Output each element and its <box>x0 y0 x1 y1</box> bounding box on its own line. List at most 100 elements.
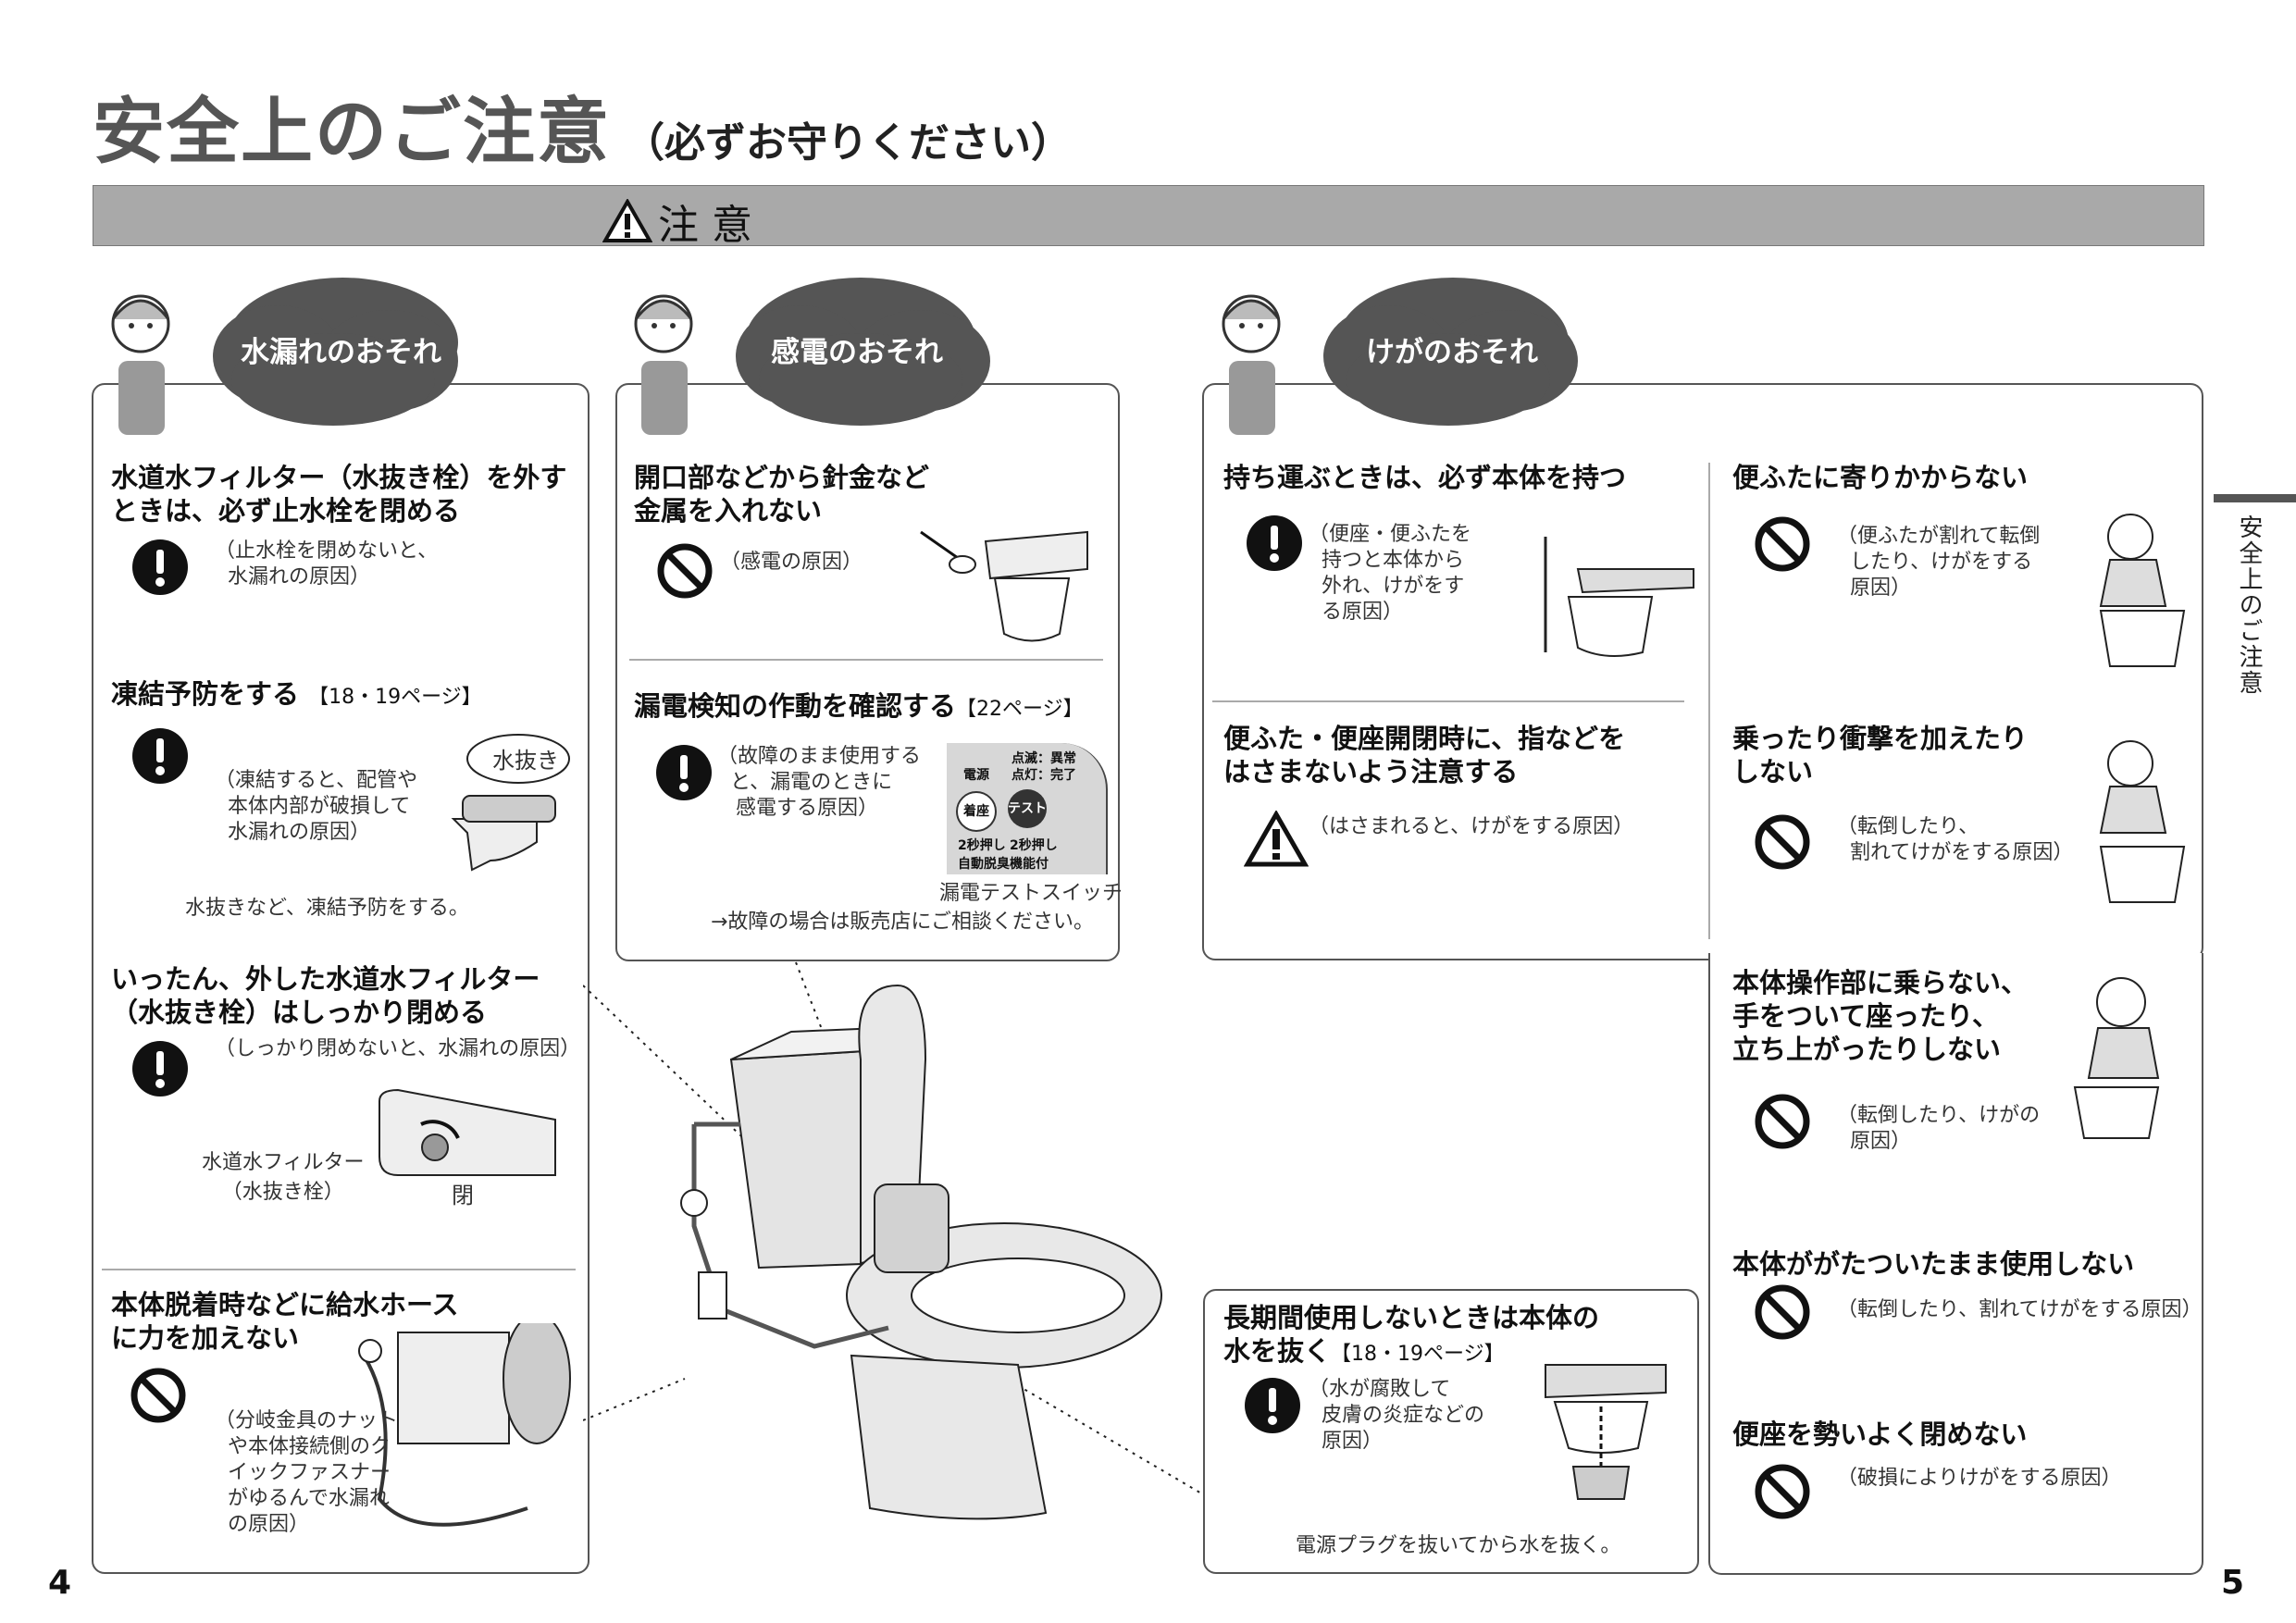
water-cloud <box>111 278 458 435</box>
character-figure <box>634 294 693 435</box>
exclamation-circle-icon <box>1245 1378 1300 1433</box>
water-s2-note: （凍結すると、配管や 本体内部が破損して 水漏れの原因） <box>215 768 417 846</box>
panel-seat-button: 着座 <box>956 791 997 832</box>
shock-consult: →故障の場合は販売店にご相談ください。 <box>711 911 1094 934</box>
shock-s2-ref: 【22ページ】 <box>956 698 1084 721</box>
injury-r2-note-line2: 割れてけがをする原因） <box>1850 841 2074 864</box>
injury-c3-title: 長期間使用しないときは本体の 水を抜く【18・19ページ】 <box>1223 1301 1599 1371</box>
shock-s2-note: （故障のまま使用する と、漏電のときに 感電する原因） <box>717 744 921 822</box>
shock-s1-note: （感電の原因） <box>720 551 863 574</box>
injury-r2-title-line1: 乗ったり衝撃を加えたり <box>1732 723 2029 754</box>
character-figure <box>1222 294 1281 435</box>
warning-triangle-icon <box>602 199 652 242</box>
water-s2-title: 凍結予防をする 【18・19ページ】 <box>111 677 482 714</box>
injury-r3-title-line3: 立ち上がったりしない <box>1732 1034 2002 1065</box>
title-main: 安全上のご注意 <box>93 91 612 174</box>
panel-dot-status-2: 点灯：完了 <box>1011 768 1076 783</box>
injury-r3-title: 本体操作部に乗らない、 手をついて座ったり、 立ち上がったりしない <box>1732 966 2028 1066</box>
side-tab-label: 安全上のご注意 <box>2235 514 2263 696</box>
injury-r1-note: （便ふたが割れて転倒 したり、けがをする 原因） <box>1837 524 2040 601</box>
page-title: 安全上のご注意（必ずお守りください） <box>93 74 1072 178</box>
water-filter-illustration <box>379 1088 556 1176</box>
injury-c3-ref: 【18・19ページ】 <box>1331 1343 1505 1366</box>
injury-r3-note: （転倒したり、けがの 原因） <box>1837 1103 2040 1155</box>
panel-test-button: テスト <box>1008 789 1047 828</box>
water-s2-title-text: 凍結予防をする <box>111 678 300 710</box>
shock-s2-note-line3: 感電する原因） <box>736 797 879 820</box>
exclamation-circle-icon <box>132 1041 188 1096</box>
warning-triangle-icon <box>1244 811 1309 867</box>
injury-cloud-label: けがのおそれ <box>1366 336 1538 369</box>
character-figure <box>111 294 170 435</box>
injury-r2-note-line1: （転倒したり、 <box>1837 815 1980 838</box>
panel-seat-label: 着座 <box>963 804 989 819</box>
injury-divider <box>1212 700 1684 702</box>
injury-r2-title: 乗ったり衝撃を加えたり しない <box>1732 722 2028 788</box>
shock-s1-title-line2: 金属を入れない <box>634 495 823 527</box>
prohibition-icon <box>1755 1094 1810 1149</box>
injury-cloud <box>1222 278 1578 435</box>
prohibition-icon <box>657 543 713 599</box>
injury-vdivider <box>1708 463 1710 939</box>
injury-c3-title-line1: 長期間使用しないときは本体の <box>1223 1302 1600 1333</box>
water-s3-label: 水道水フィルター （水抜き栓） <box>202 1146 365 1205</box>
water-s4-title: 本体脱着時などに給水ホース に力を加えない <box>111 1288 459 1355</box>
page-number-left: 4 <box>48 1564 72 1602</box>
water-s4-note-line5: の原因） <box>228 1513 310 1536</box>
prohibition-icon <box>1755 1464 1810 1519</box>
side-tab-marker <box>2214 494 2296 502</box>
shock-switch-label: 漏電テストスイッチ <box>939 882 1123 905</box>
water-divider <box>102 1269 576 1270</box>
exclamation-circle-icon <box>1247 515 1302 571</box>
injury-c1-note-line1: （便座・便ふたを <box>1309 523 1472 546</box>
control-panel-illustration: 点滅：異常 点灯：完了 電源 着座 テスト 2秒押し 2秒押し 自動脱臭機能付 <box>947 743 1108 874</box>
shock-s2-title-text: 漏電検知の作動を確認する <box>634 690 957 722</box>
injury-r3-note-line1: （転倒したり、けがの <box>1837 1104 2041 1127</box>
water-s1-note: （止水栓を閉めないと、 水漏れの原因） <box>215 539 438 590</box>
injury-c1-note-line4: る原因） <box>1322 601 1404 624</box>
toilet-main-illustration <box>583 961 1204 1520</box>
injury-c1-note: （便座・便ふたを 持つと本体から 外れ、けがをす る原因） <box>1309 522 1471 626</box>
shock-cloud-label: 感電のおそれ <box>771 336 943 369</box>
water-s3-label-line2: （水抜き栓） <box>221 1181 344 1204</box>
water-s3-label-line1: 水道水フィルター <box>202 1151 365 1174</box>
panel-deodorize: 自動脱臭機能付 <box>958 857 1049 872</box>
water-s1-title-line2: ときは、必ず止水栓を閉める <box>111 495 461 527</box>
drain-bucket-illustration <box>1545 1364 1667 1500</box>
carry-illustration <box>1544 537 1694 657</box>
prohibition-icon <box>1755 814 1810 870</box>
toilet-drain-illustration <box>451 734 570 872</box>
injury-c2-title-line2: はさまないよう注意する <box>1223 756 1519 787</box>
injury-r1-note-line1: （便ふたが割れて転倒 <box>1837 525 2041 548</box>
injury-r2-note: （転倒したり、 割れてけがをする原因） <box>1837 814 2073 866</box>
prohibition-icon <box>130 1368 186 1423</box>
water-s1-title: 水道水フィルター（水抜き栓）を外す ときは、必ず止水栓を閉める <box>111 461 566 527</box>
injury-r4-note: （転倒したり、割れてけがをする原因） <box>1837 1298 2203 1321</box>
water-s3-title: いったん、外した水道水フィルター （水抜き栓）はしっかり閉める <box>111 962 540 1029</box>
water-s4-note-line4: がゆるんで水漏れ <box>228 1487 390 1510</box>
injury-r3-note-line2: 原因） <box>1850 1130 1912 1153</box>
exclamation-circle-icon <box>132 539 188 595</box>
water-s2-bubble: 水抜き <box>492 748 559 774</box>
injury-r1-title: 便ふたに寄りかからない <box>1732 462 2029 493</box>
injury-c3-note-line3: 原因） <box>1322 1430 1384 1453</box>
water-s4-title-line1: 本体脱着時などに給水ホース <box>111 1289 459 1320</box>
prohibition-icon <box>1755 516 1810 572</box>
water-s2-ref: 【18・19ページ】 <box>308 686 482 709</box>
injury-r5-note: （破損によりけがをする原因） <box>1837 1467 2122 1490</box>
injury-c1-note-line3: 外れ、けがをす <box>1322 575 1465 598</box>
water-s4-note-line3: イックファスナー <box>228 1461 391 1484</box>
child-standing-illustration <box>2073 977 2160 1139</box>
injury-c3-note-line1: （水が腐敗して <box>1309 1378 1451 1401</box>
panel-press-1: 2秒押し <box>958 838 1006 853</box>
shock-s1-title: 開口部などから針金など 金属を入れない <box>634 461 929 527</box>
shock-s2-title: 漏電検知の作動を確認する【22ページ】 <box>634 689 1084 726</box>
water-s1-note-line1: （止水栓を閉めないと、 <box>215 539 439 563</box>
water-s3-close: 閉 <box>452 1183 474 1208</box>
water-cloud-label: 水漏れのおそれ <box>241 336 441 369</box>
shock-s1-title-line1: 開口部などから針金など <box>634 462 930 493</box>
water-s2-note-line1: （凍結すると、配管や <box>215 769 418 792</box>
wire-insert-illustration <box>920 530 1088 642</box>
shock-s2-note-line1: （故障のまま使用する <box>717 745 922 768</box>
water-s4-note-line2: や本体接続側のク <box>228 1435 391 1458</box>
